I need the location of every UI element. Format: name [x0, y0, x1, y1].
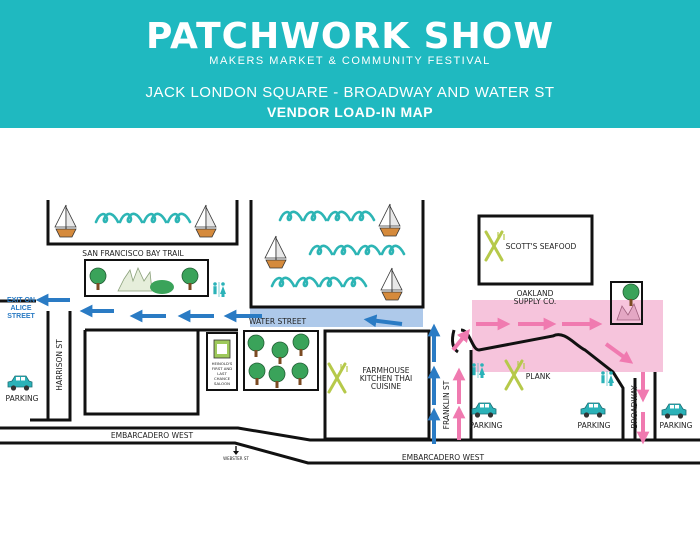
exit-label-line1: EXIT ON — [7, 297, 35, 304]
plank-label: PLANK — [526, 372, 552, 381]
farmhouse-label-1: FARMHOUSE — [363, 366, 410, 375]
broadway-east-block — [633, 372, 657, 440]
waterfront-block — [249, 200, 425, 309]
tree-park — [243, 330, 319, 391]
water-decor-right — [264, 203, 406, 301]
embarcadero-line-bottom — [0, 441, 700, 465]
heinolds-label-5: SALOON — [214, 381, 230, 386]
park-trees — [247, 283, 641, 389]
car-icon — [471, 402, 497, 419]
broadway-label: BROADWAY — [630, 385, 639, 429]
event-subtitle: MAKERS MARKET & COMMUNITY FESTIVAL — [209, 55, 491, 67]
franklin-block — [451, 329, 459, 354]
heinolds-label-4: CHANCE — [214, 376, 231, 381]
load-in-map: SAN FRANCISCO BAY TRAIL WATER STREET EXI… — [0, 200, 700, 465]
embarcadero-west-right: EMBARCADERO WEST — [402, 453, 485, 462]
heinolds-building — [206, 332, 238, 391]
parking-label: PARKING — [578, 421, 611, 430]
route-arrow — [363, 314, 403, 328]
oakland-supply-label-1: OAKLAND — [517, 289, 554, 298]
car-icon — [7, 375, 33, 392]
event-location: JACK LONDON SQUARE - BROADWAY AND WATER … — [145, 84, 555, 101]
heinolds-label-2: FIRST AND — [212, 366, 232, 371]
bay-trail-block-left — [46, 200, 239, 246]
utensils-icon — [484, 230, 506, 262]
parking-label: PARKING — [470, 421, 503, 430]
exit-label-line2: ALICE — [11, 305, 32, 312]
webster-st-label: WEBSTER ST — [223, 456, 249, 461]
farmhouse-label-3: CUISINE — [371, 382, 402, 391]
bay-trail-trees — [89, 266, 199, 294]
scotts-seafood-label: SCOTT'S SEAFOOD — [506, 242, 577, 251]
embarcadero-line-top — [0, 426, 700, 442]
car-icon — [661, 403, 687, 420]
farmhouse-label-2: KITCHEN THAI — [360, 374, 412, 383]
entry-arrow — [604, 342, 634, 364]
entry-arrow — [451, 329, 471, 352]
event-title: PATCHWORK SHOW — [145, 16, 555, 57]
parking-label: PARKING — [6, 394, 39, 403]
webster-arrow-head — [233, 451, 239, 455]
oakland-supply-label-2: SUPPLY CO. — [514, 297, 557, 306]
parking-label: PARKING — [660, 421, 693, 430]
header-banner: PATCHWORK SHOW MAKERS MARKET & COMMUNITY… — [0, 0, 700, 128]
utensils-icon — [327, 362, 349, 394]
franklin-st-label: FRANKLIN ST — [442, 380, 451, 429]
water-decor-left — [54, 204, 217, 238]
car-icon — [580, 402, 606, 419]
water-street-label: WATER STREET — [249, 317, 307, 326]
restroom-icon — [212, 281, 227, 298]
saloon-drink-icon — [213, 339, 231, 359]
heinolds-label-3: LAST — [217, 371, 227, 376]
exit-label-line3: STREET — [7, 313, 35, 320]
embarcadero-west-left: EMBARCADERO WEST — [111, 431, 194, 440]
bay-trail-label: SAN FRANCISCO BAY TRAIL — [82, 249, 184, 258]
scotts-seafood-building — [477, 214, 594, 286]
plaza-tree-box — [610, 281, 643, 325]
harrison-st-label: HARRISON ST — [55, 339, 64, 391]
heinolds-label-1: HEINOLD'S — [212, 361, 233, 366]
bay-trail-park — [84, 259, 209, 297]
restroom-icon — [600, 370, 615, 387]
map-title: VENDOR LOAD-IN MAP — [266, 104, 434, 120]
